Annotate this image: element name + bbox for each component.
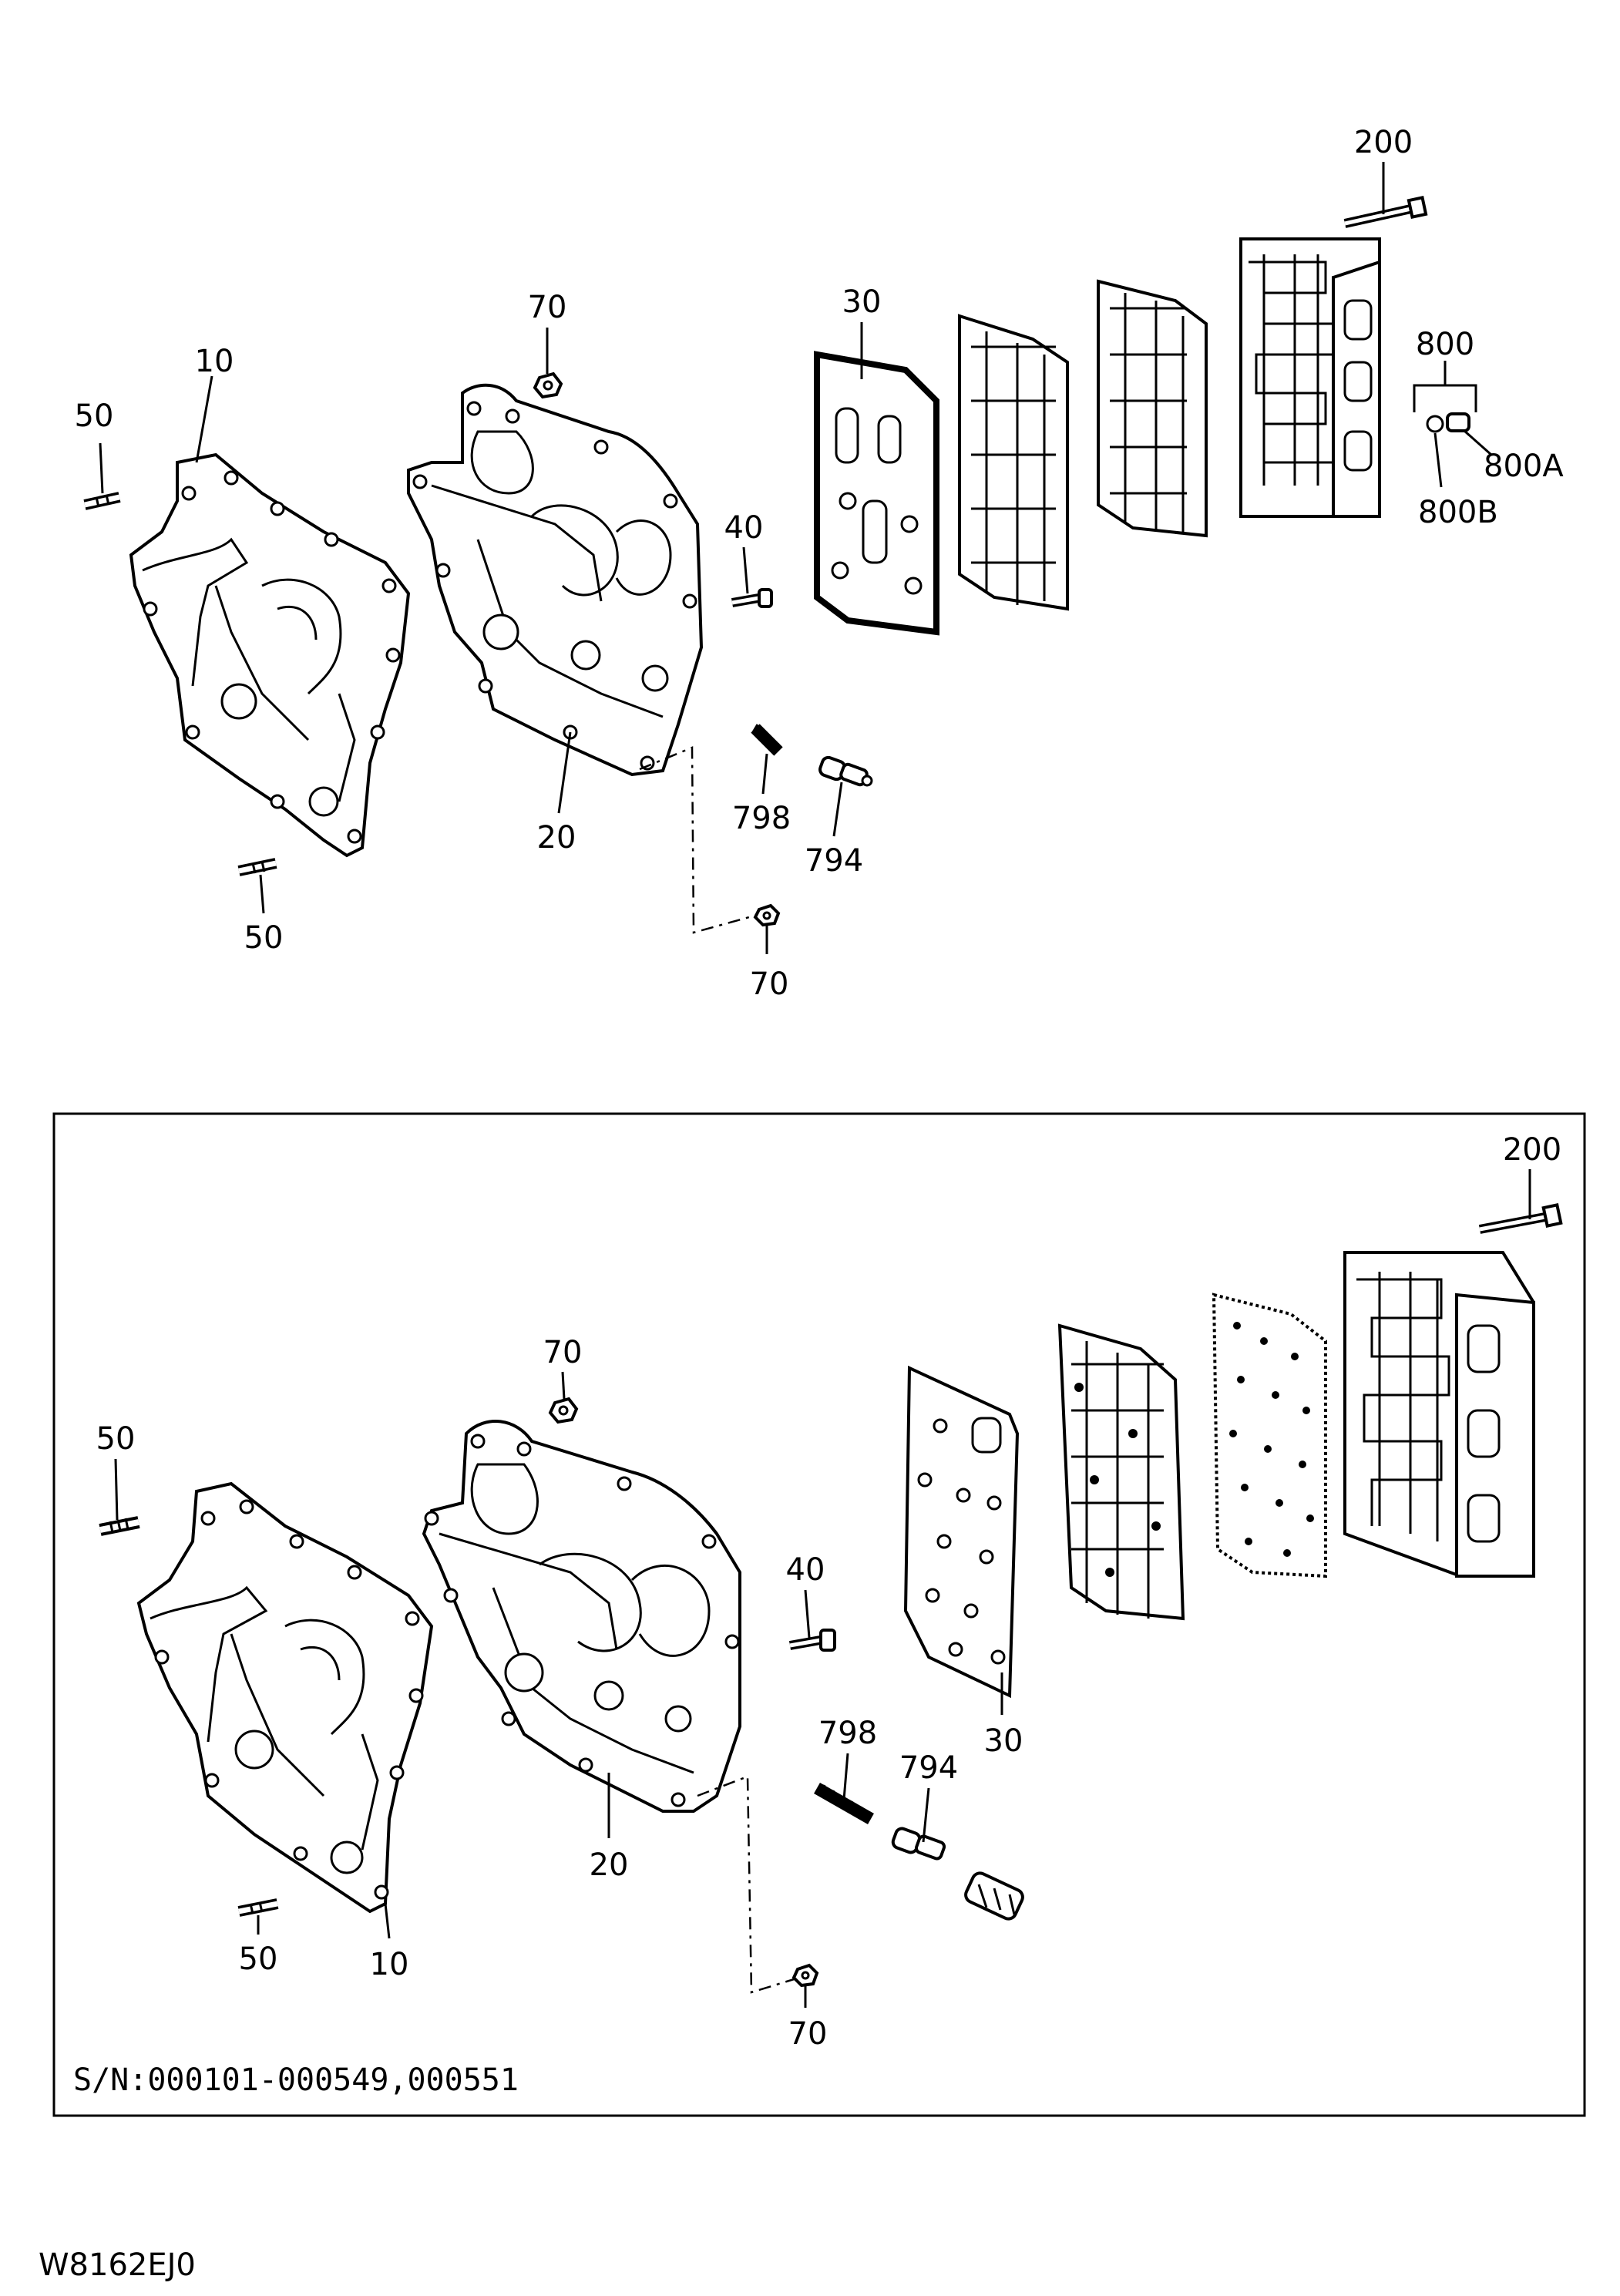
- part-30-gasket-lower[interactable]: [903, 1365, 1020, 1699]
- separator-plate-upper-2[interactable]: [1097, 279, 1208, 538]
- callout-800A: 800A: [1484, 449, 1564, 484]
- callout-70-upper-bottom: 70: [750, 966, 789, 1002]
- callout-40-upper: 40: [724, 510, 764, 546]
- part-800-group[interactable]: [1413, 384, 1477, 433]
- part-10-gasket-lower[interactable]: [136, 1481, 434, 1914]
- callout-50-lower-top: 50: [96, 1421, 136, 1457]
- callout-800B: 800B: [1418, 495, 1498, 530]
- lower-view-frame: [52, 1112, 1586, 2117]
- part-50-pin-lower-bottom[interactable]: [237, 1898, 279, 1917]
- part-20-plate-upper[interactable]: [407, 383, 704, 777]
- lower-view: 200: [73, 1132, 1563, 2098]
- part-50-pin-upper-top[interactable]: [83, 492, 121, 510]
- callout-798-lower: 798: [818, 1716, 877, 1751]
- part-800B-ball: [1426, 415, 1444, 433]
- valve-spool-lower[interactable]: [963, 1871, 1025, 1921]
- part-50-pin-upper-bottom[interactable]: [237, 858, 277, 876]
- callout-50-lower-bottom: 50: [239, 1941, 278, 1977]
- part-200-bolt[interactable]: [1343, 195, 1428, 228]
- part-40-bolt-lower[interactable]: [788, 1629, 836, 1652]
- part-40-bolt-upper[interactable]: [731, 588, 773, 608]
- callout-20-lower: 20: [590, 1847, 629, 1883]
- separator-plate-lower-2[interactable]: [1212, 1293, 1327, 1578]
- part-20-plate-lower[interactable]: [422, 1420, 741, 1813]
- upper-view: 200: [75, 125, 1565, 1002]
- callout-800: 800: [1416, 327, 1474, 362]
- callout-30: 30: [842, 284, 882, 320]
- part-798-spring-upper[interactable]: [751, 724, 783, 756]
- part-800A-plug: [1446, 412, 1470, 432]
- callout-10-lower: 10: [370, 1947, 409, 1982]
- part-794-valve-lower[interactable]: [891, 1827, 946, 1861]
- valve-body-upper[interactable]: [1239, 237, 1381, 518]
- callout-50-upper-bottom: 50: [244, 920, 284, 956]
- callout-10-upper: 10: [195, 344, 234, 379]
- callout-40-lower: 40: [786, 1552, 825, 1588]
- callout-50-upper-top: 50: [75, 398, 114, 434]
- part-30-gasket[interactable]: [814, 351, 939, 636]
- part-10-gasket-upper[interactable]: [129, 452, 411, 858]
- callout-30-lower: 30: [984, 1723, 1023, 1759]
- callout-794-upper: 794: [805, 843, 863, 879]
- callout-794-lower: 794: [899, 1750, 958, 1786]
- callout-200-lower: 200: [1503, 1132, 1561, 1168]
- valve-body-lower[interactable]: [1343, 1251, 1535, 1578]
- separator-plate-lower-1[interactable]: [1057, 1323, 1185, 1621]
- part-70-nut-upper-top[interactable]: [533, 371, 563, 399]
- callout-70-upper-top: 70: [528, 290, 567, 325]
- part-70-nut-lower-top[interactable]: [548, 1397, 579, 1424]
- part-50-pin-lower-top[interactable]: [99, 1516, 140, 1536]
- callout-798-upper: 798: [732, 801, 791, 836]
- part-70-nut-upper-bottom[interactable]: [753, 903, 781, 927]
- serial-number-note: S/N:000101-000549,000551: [73, 2062, 519, 2098]
- part-70-nut-lower-bottom[interactable]: [792, 1963, 819, 1988]
- part-200-bolt-lower[interactable]: [1478, 1203, 1563, 1234]
- callout-200: 200: [1354, 125, 1413, 160]
- callout-70-lower-top: 70: [543, 1335, 583, 1370]
- part-794-valve-upper[interactable]: [818, 755, 873, 787]
- callout-70-lower-bottom: 70: [788, 2016, 828, 2052]
- part-798-spring-lower[interactable]: [814, 1783, 874, 1824]
- separator-plate-upper-1[interactable]: [958, 314, 1069, 611]
- callout-20-upper: 20: [537, 820, 576, 856]
- drawing-code: W8162EJ0: [39, 2247, 196, 2283]
